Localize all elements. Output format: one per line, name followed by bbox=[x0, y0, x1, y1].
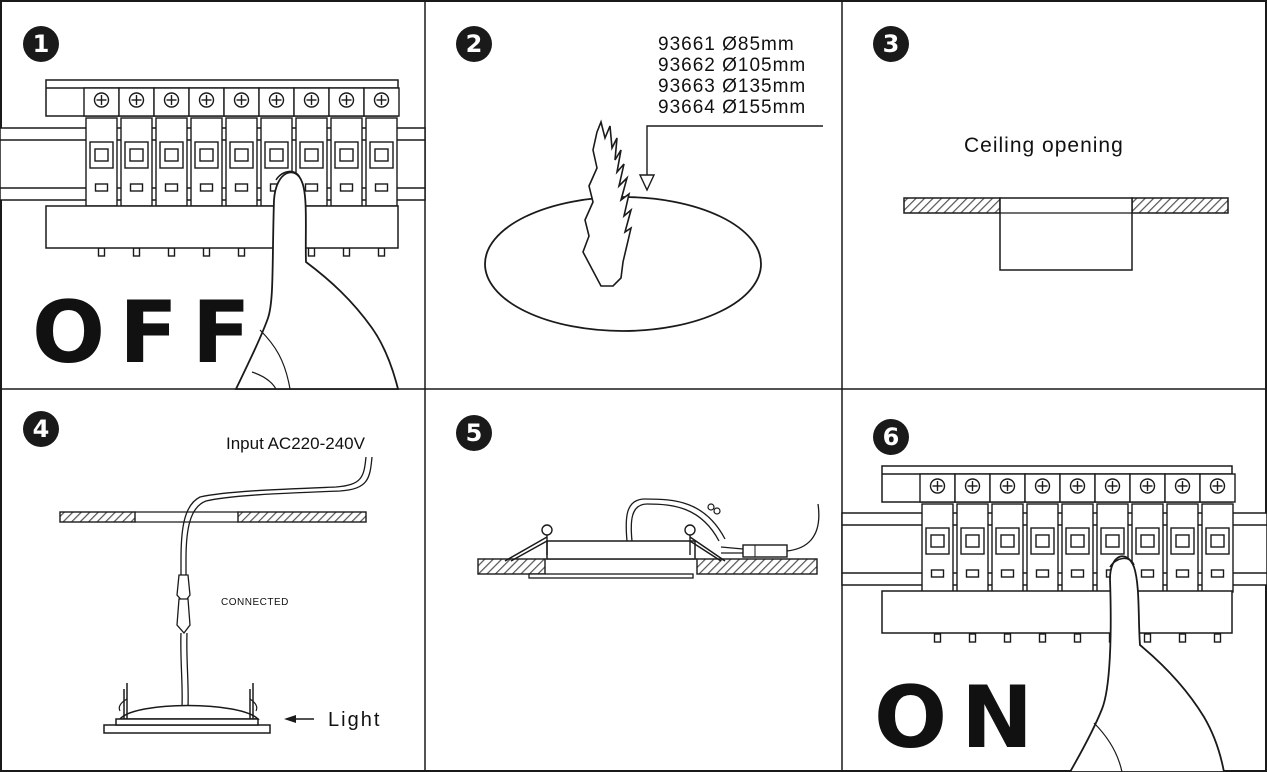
step-6-panel: 6 ON bbox=[841, 389, 1267, 772]
downlight-icon bbox=[103, 683, 271, 734]
step-3-panel: 3 Ceiling opening bbox=[842, 0, 1267, 389]
power-off-label: OFF bbox=[32, 283, 265, 383]
connected-label: CONNECTED bbox=[221, 597, 289, 608]
ceiling-opening-label: Ceiling opening bbox=[964, 134, 1124, 157]
breaker-panel-icon bbox=[841, 465, 1267, 643]
step-1-badge: 1 bbox=[23, 26, 59, 62]
size-item: 93662 Ø105mm bbox=[658, 55, 807, 76]
size-item: 93664 Ø155mm bbox=[658, 97, 807, 118]
step-2-panel: 2 93661 Ø85mm 93662 Ø105mm 93663 Ø135mm … bbox=[425, 0, 842, 389]
step-4-panel: 4 Input AC220-240V CONNECTED Light bbox=[0, 389, 425, 772]
step-5-badge: 5 bbox=[456, 415, 492, 451]
ceiling-section-icon bbox=[903, 197, 1229, 271]
step-1-panel: 1 OFF bbox=[0, 0, 426, 390]
model-size-list: 93661 Ø85mm 93662 Ø105mm 93663 Ø135mm 93… bbox=[658, 34, 806, 118]
arrow-icon bbox=[284, 715, 314, 723]
step-5-panel: 5 bbox=[425, 389, 842, 772]
step-6-badge: 6 bbox=[873, 419, 909, 455]
input-voltage-label: Input AC220-240V bbox=[226, 434, 365, 453]
saw-icon bbox=[582, 119, 633, 287]
hand-icon bbox=[234, 170, 400, 390]
step-2-badge: 2 bbox=[456, 26, 492, 62]
breaker-panel-icon bbox=[0, 79, 426, 257]
light-label: Light bbox=[328, 709, 382, 731]
step-3-badge: 3 bbox=[873, 26, 909, 62]
step-4-badge: 4 bbox=[23, 411, 59, 447]
size-item: 93661 Ø85mm bbox=[658, 34, 795, 55]
power-on-label: ON bbox=[874, 668, 1048, 768]
installed-light-icon bbox=[477, 498, 820, 579]
wiring-diagram-icon bbox=[59, 456, 373, 708]
size-item: 93663 Ø135mm bbox=[658, 76, 807, 97]
hand-icon bbox=[1068, 555, 1225, 772]
